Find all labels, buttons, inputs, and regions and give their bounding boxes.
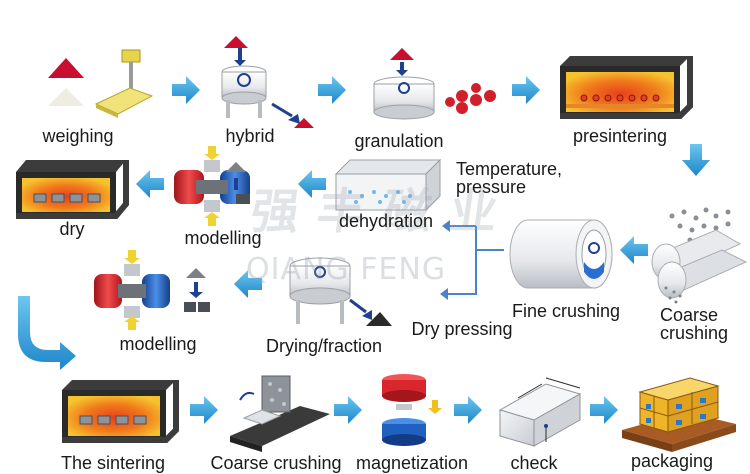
right-arrow-icon [334,396,362,424]
label-coarse-crushing-2: Coarse crushing [210,453,342,473]
label-presintering: presintering [572,126,668,146]
label-drying-fraction: Drying/fraction [265,336,383,356]
grinder-icon [230,375,330,452]
measured-slab-icon [498,377,582,447]
down-arrow-icon [682,144,710,176]
label-dry-pressing: Dry pressing [411,319,513,339]
mold-press-icon [174,146,250,226]
label-dry: dry [59,219,85,239]
right-arrow-icon [172,76,200,104]
label-temperature-pressure: Temperature, pressure [456,159,563,197]
magnet-disc-icon [382,374,442,446]
flow-arrowhead-icon [440,220,450,300]
granulator-icon [373,48,496,120]
furnace-icon [560,56,693,119]
label-packaging: packaging [630,451,714,471]
right-arrow-icon [318,76,346,104]
right-arrow-icon [454,396,482,424]
left-arrow-icon [620,236,648,264]
label-modelling-top: modelling [184,228,262,248]
furnace-icon [16,160,129,219]
dehydration-tank-icon [334,158,442,212]
drum-mill-icon [509,219,613,289]
label-check: check [510,453,558,473]
label-dehydration: dehydration [338,211,434,231]
right-arrow-icon [190,396,218,424]
label-sintering: The sintering [60,453,166,473]
furnace-icon [62,380,179,443]
label-coarse-crushing-1: Coarse crushing [660,305,729,343]
spray-dryer-icon [289,257,392,326]
flow-line [448,225,504,295]
label-weighing: weighing [42,126,114,146]
label-magnetization: magnetization [355,453,469,473]
weighing-icon [48,49,154,118]
right-arrow-icon [512,76,540,104]
left-arrow-icon [234,270,262,298]
pallet-icon [622,377,736,452]
label-granulation: granulation [354,131,444,151]
label-fine-crushing: Fine crushing [511,301,621,321]
right-arrow-icon [590,396,618,424]
left-arrow-icon [298,170,326,198]
left-arrow-icon [136,170,164,198]
mixer-icon [221,36,314,128]
label-hybrid: hybrid [225,126,275,146]
label-modelling-bottom: modelling [119,334,197,354]
curved-arrow-icon [18,296,76,370]
mold-press-icon [94,250,210,330]
roller-crusher-icon [651,207,748,304]
